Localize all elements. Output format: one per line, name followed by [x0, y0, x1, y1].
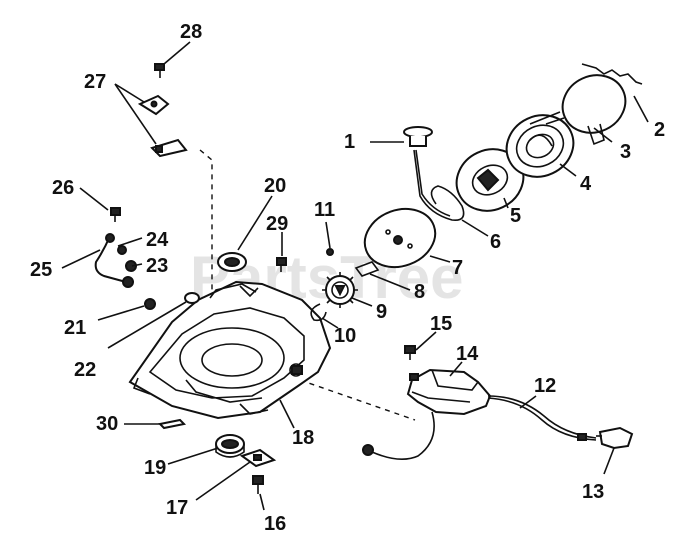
part-15-screw [404, 345, 416, 360]
part-28-screw [154, 63, 165, 78]
callout-4: 4 [580, 173, 592, 195]
part-10-retaining-clip [310, 303, 327, 322]
part-29-screw [276, 257, 287, 272]
leader-lines [61, 41, 649, 511]
part-24-spring [94, 233, 127, 283]
callout-15: 15 [430, 313, 452, 335]
callout-30: 30 [96, 413, 118, 435]
callout-9: 9 [376, 301, 387, 323]
part-11-screw [326, 248, 334, 256]
part-16-screw [252, 475, 264, 494]
callout-16: 16 [264, 513, 286, 535]
part-18-blower-housing [128, 280, 332, 420]
part-3-starter-housing [529, 74, 627, 146]
callout-20: 20 [264, 175, 286, 197]
part-20-bushing [217, 252, 247, 272]
part-12-ground-wire [362, 395, 597, 460]
callout-25: 25 [30, 259, 52, 281]
part-23-nut [122, 260, 137, 288]
part-17-plate [239, 448, 277, 468]
callout-5: 5 [510, 205, 521, 227]
part-14-ignition-module [406, 368, 492, 416]
callout-1: 1 [344, 131, 355, 153]
callout-8: 8 [414, 281, 425, 303]
part-22-grommet [184, 292, 200, 304]
callout-19: 19 [144, 457, 166, 479]
part-5-recoil-plate [455, 148, 525, 212]
callout-2: 2 [654, 119, 665, 141]
callout-14: 14 [456, 343, 479, 365]
callout-17: 17 [166, 497, 188, 519]
callout-22: 22 [74, 359, 96, 381]
callout-12: 12 [534, 375, 556, 397]
part-1-starter-handle [403, 126, 433, 147]
callout-3: 3 [620, 141, 631, 163]
callout-18: 18 [292, 427, 314, 449]
part-27-bracket [137, 94, 188, 158]
callout-23: 23 [146, 255, 168, 277]
callout-29: 29 [266, 213, 288, 235]
part-4-recoil-spring [505, 114, 575, 178]
part-19-bushing [215, 434, 245, 458]
callout-6: 6 [490, 231, 501, 253]
alignment-line [299, 379, 416, 421]
part-2-wire-clip [581, 63, 643, 85]
callout-10: 10 [334, 325, 356, 347]
callout-labels: 28 27 26 24 23 25 21 22 20 29 11 1 2 3 4… [30, 21, 665, 535]
callout-26: 26 [52, 177, 74, 199]
part-21-screw [144, 298, 156, 310]
part-6-starter-rope [413, 149, 465, 222]
part-26-screw [110, 207, 121, 222]
part-7-pulley [363, 207, 437, 269]
callout-7: 7 [452, 257, 463, 279]
callout-28: 28 [180, 21, 202, 43]
callout-21: 21 [64, 317, 86, 339]
alignment-line [199, 149, 213, 290]
part-13-spark-plug-boot [596, 426, 634, 450]
part-30-pin [157, 418, 187, 430]
callout-11: 11 [314, 199, 335, 221]
callout-24: 24 [146, 229, 169, 251]
part-9-gear [322, 272, 358, 308]
callout-27: 27 [84, 71, 106, 93]
callout-13: 13 [582, 481, 604, 503]
part-8-spring [354, 261, 380, 277]
